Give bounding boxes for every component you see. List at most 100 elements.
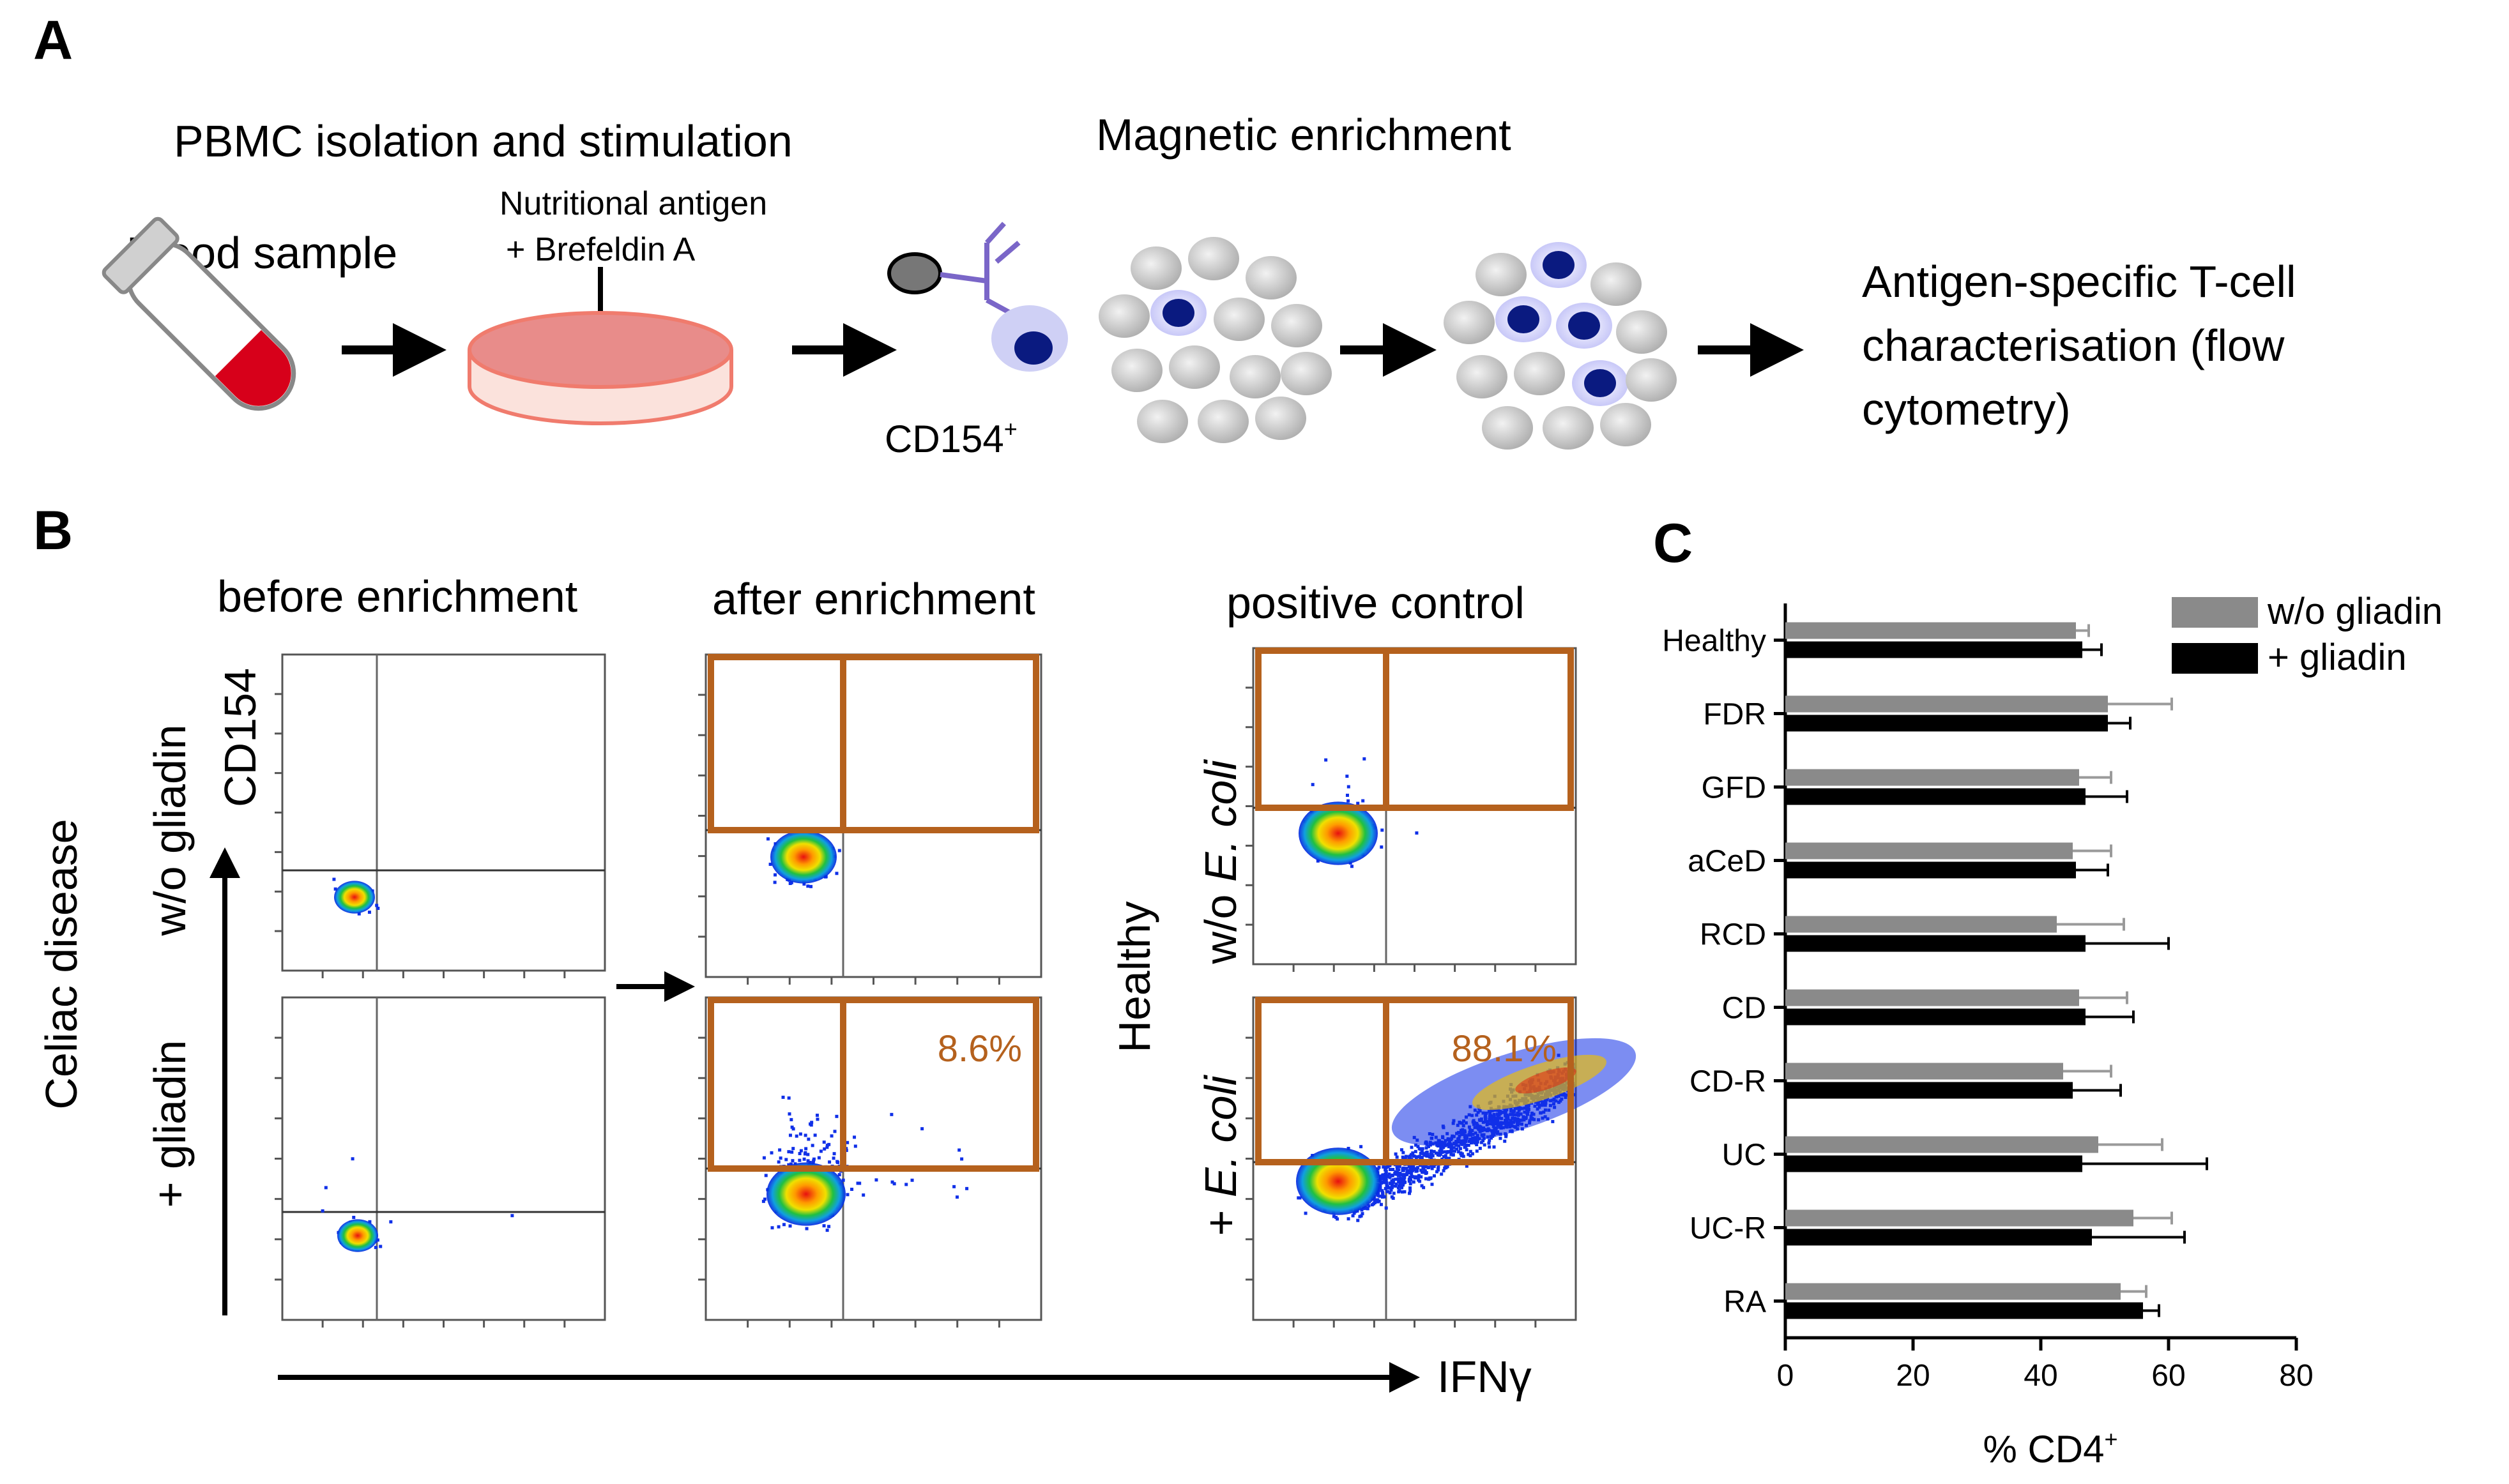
x-tick-label: 20 <box>1896 1359 1930 1393</box>
cd154-label: CD154+ <box>885 416 1018 460</box>
result-line-2: characterisation (flow <box>1862 321 2285 370</box>
cell <box>1543 406 1594 450</box>
plot-frame <box>705 996 1042 1321</box>
category-label: FDR <box>1703 698 1766 732</box>
bar <box>1785 935 2086 952</box>
antigen-label-2: + Brefeldin A <box>506 231 696 268</box>
x-tick-label: 60 <box>2151 1359 2185 1393</box>
bar <box>1785 769 2079 786</box>
cell <box>1444 301 1495 344</box>
plot-frame <box>281 996 606 1321</box>
gate-upper-right <box>1383 647 1574 811</box>
gate-upper-right <box>840 997 1039 1172</box>
plot-frame <box>281 653 606 972</box>
category-label: Healthy <box>1662 625 1766 658</box>
row-label-plus-gliadin: + gliadin <box>145 1040 195 1208</box>
col-title-before: before enrichment <box>217 572 577 621</box>
bar <box>1785 1155 2082 1172</box>
result-line-3: cytometry) <box>1862 384 2071 434</box>
bar <box>1785 1082 2073 1099</box>
cell <box>1255 397 1306 440</box>
celiac-disease-label: Celiac disease <box>36 819 86 1109</box>
blood-tube-icon <box>102 216 296 411</box>
plot-after-wo <box>698 653 1042 985</box>
target-cell-nucleus <box>1568 312 1600 340</box>
result-line-1: Antigen-specific T-cell <box>1862 257 2296 307</box>
cell <box>1514 352 1565 395</box>
cell <box>1476 253 1527 296</box>
bar <box>1785 842 2073 859</box>
bar <box>1785 1008 2086 1026</box>
panel-b-letter: B <box>33 500 73 561</box>
bar <box>1785 1283 2121 1300</box>
target-cell-nucleus <box>1507 305 1539 333</box>
cell <box>1099 294 1150 338</box>
bar <box>1785 989 2079 1006</box>
step2-title: Magnetic enrichment <box>1096 110 1511 160</box>
plot-after-plus: 8.6% <box>698 996 1042 1328</box>
legend-swatch <box>2172 643 2258 674</box>
petri-dish-icon <box>468 311 733 425</box>
cell <box>1600 403 1651 446</box>
bar <box>1785 861 2076 879</box>
density-core <box>766 1162 846 1226</box>
bar <box>1785 622 2076 639</box>
density-core <box>770 830 837 884</box>
target-cell-nucleus <box>1163 299 1194 327</box>
bar <box>1785 641 2082 658</box>
cell <box>1230 355 1281 398</box>
plot-ecoli-wo <box>1246 647 1577 972</box>
step1-title: PBMC isolation and stimulation <box>174 116 793 166</box>
ecoli-plus-label: + E. coli <box>1196 1074 1246 1236</box>
gate-percentage: 88.1% <box>1452 1028 1557 1070</box>
col-title-after: after enrichment <box>712 574 1035 624</box>
category-label: RA <box>1723 1285 1766 1319</box>
bar <box>1785 1229 2092 1246</box>
bar <box>1785 788 2086 805</box>
gate-percentage: 8.6% <box>938 1028 1022 1070</box>
category-label: GFD <box>1702 771 1766 805</box>
panel-a-letter: A <box>33 10 73 71</box>
gate-upper-right <box>1383 997 1574 1165</box>
category-label: CD-R <box>1689 1065 1766 1099</box>
legend-swatch <box>2172 597 2258 628</box>
cell <box>1137 400 1188 443</box>
plot-frame <box>705 653 1042 978</box>
legend-label: w/o gliadin <box>2267 591 2443 632</box>
cell <box>1626 358 1677 402</box>
plot-ecoli-plus: 88.1% <box>1246 996 1636 1328</box>
x-tick-label: 40 <box>2024 1359 2057 1393</box>
cell <box>1271 304 1322 347</box>
density-core <box>334 881 375 914</box>
bar <box>1785 1136 2098 1153</box>
y-axis-label: CD154 <box>215 668 265 807</box>
bar <box>1785 916 2057 933</box>
antigen-label-1: Nutritional antigen <box>500 185 767 222</box>
cell <box>1198 400 1249 443</box>
cells-after-enrichment <box>1444 242 1677 450</box>
bar <box>1785 715 2108 732</box>
x-tick-label: 80 <box>2279 1359 2313 1393</box>
target-cell-nucleus <box>1584 369 1616 397</box>
x-axis-label: IFNγ <box>1437 1352 1532 1402</box>
bar <box>1785 695 2108 713</box>
flow-plots: 8.6% 88.1% <box>275 647 1636 1328</box>
row-label-wo-gliadin: w/o gliadin <box>145 725 195 937</box>
cell <box>1214 298 1265 341</box>
panel-a: A PBMC isolation and stimulation Magneti… <box>33 10 2296 460</box>
category-label: RCD <box>1700 918 1766 952</box>
plot-before-wo <box>275 653 606 978</box>
cell <box>1131 246 1182 290</box>
density-core <box>1296 1147 1380 1215</box>
cell <box>1616 310 1667 354</box>
cells-before-enrichment <box>1099 237 1332 443</box>
gate-upper-right <box>840 654 1039 833</box>
category-label: aCeD <box>1688 845 1766 879</box>
category-label: UC-R <box>1689 1212 1766 1246</box>
ecoli-wo-label: w/o E. coli <box>1196 759 1246 964</box>
antibody-cell-icon <box>887 222 1068 372</box>
cell <box>1246 256 1297 299</box>
col-title-control: positive control <box>1226 578 1525 628</box>
